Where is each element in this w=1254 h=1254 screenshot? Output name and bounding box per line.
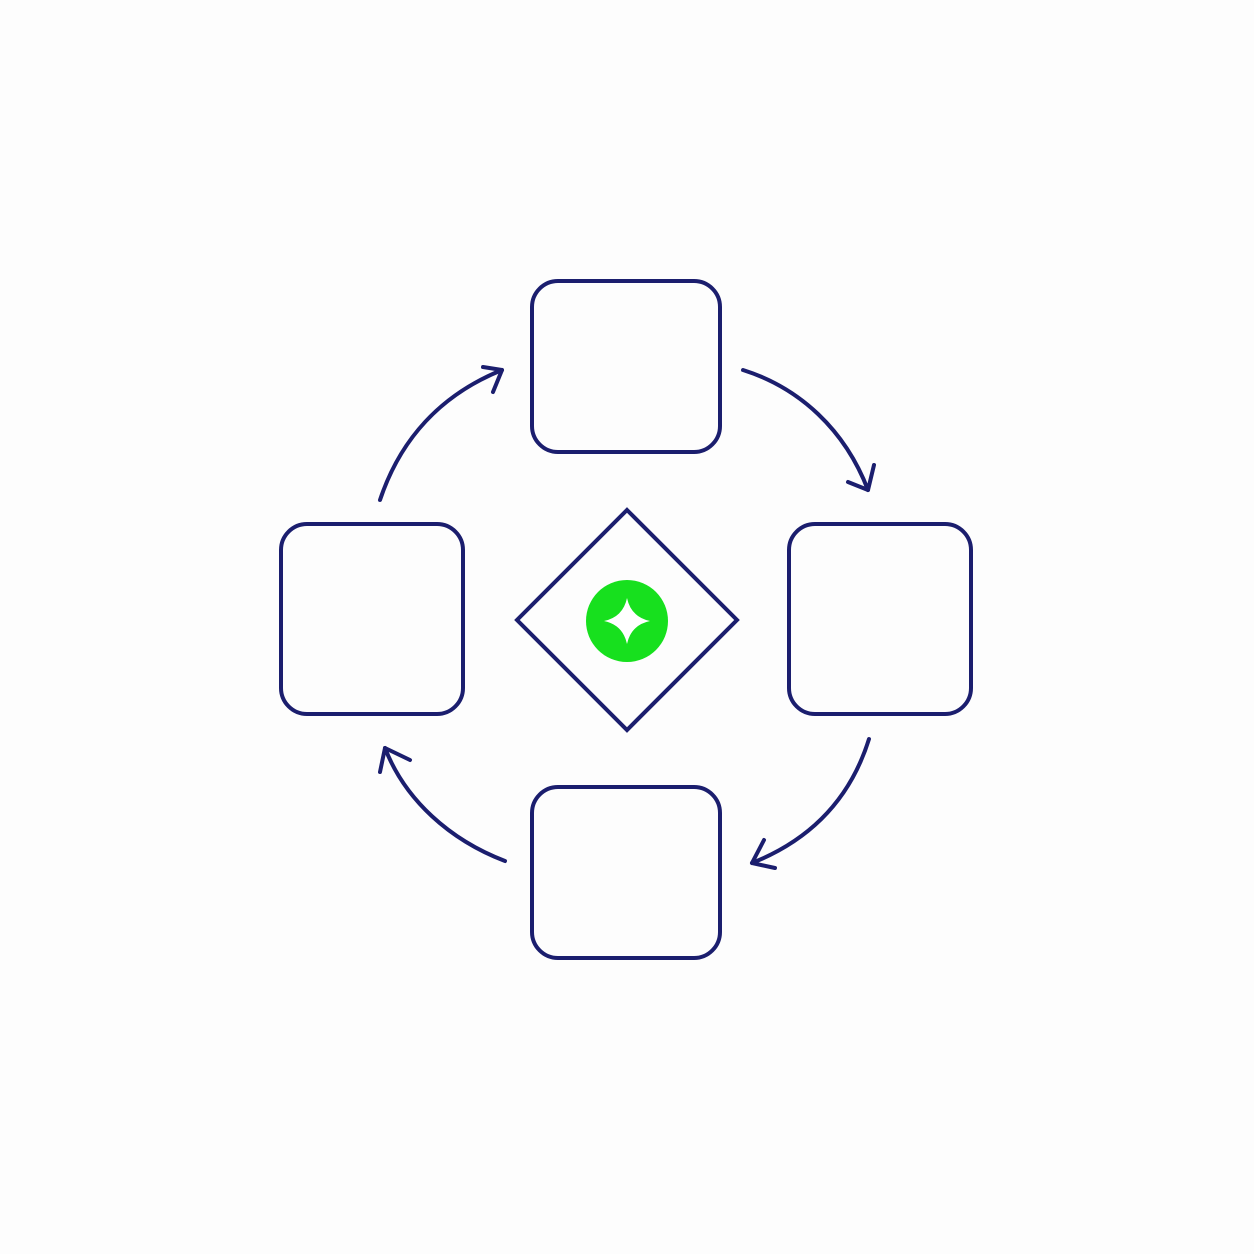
arrow-head-bottom	[750, 838, 777, 870]
arrow-left-to-top	[378, 368, 504, 502]
node-top	[530, 279, 722, 454]
center-hub	[514, 507, 740, 733]
arrow-head-top	[481, 365, 504, 394]
arrow-bottom-to-left	[383, 746, 507, 863]
node-left	[279, 522, 465, 716]
node-right	[787, 522, 973, 716]
arrow-head-right	[846, 463, 876, 492]
cycle-nodes	[279, 279, 973, 960]
arrow-head-left	[378, 746, 412, 774]
cycle-arrows	[378, 365, 876, 870]
arrow-top-to-right	[741, 368, 870, 492]
center-diamond	[514, 507, 740, 733]
node-bottom	[530, 785, 722, 960]
sparkle-icon	[604, 598, 650, 644]
arrow-right-to-bottom	[750, 737, 871, 865]
